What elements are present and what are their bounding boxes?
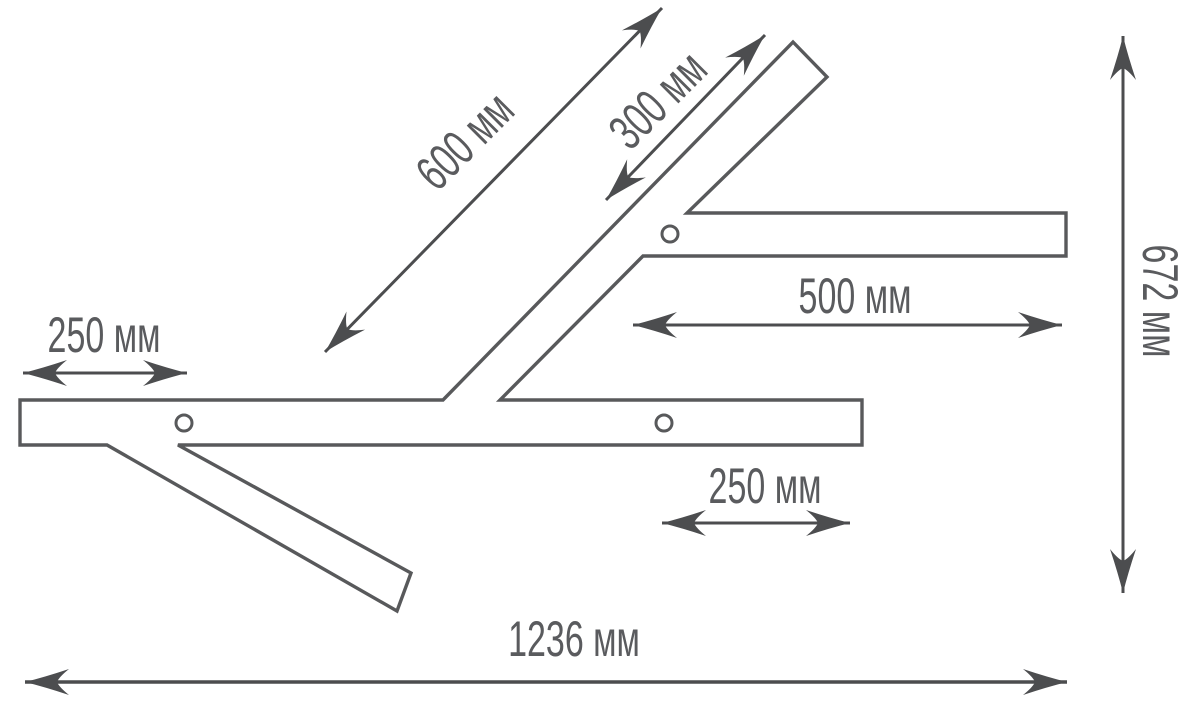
dim-long-diagonal: 600 мм bbox=[323, 6, 664, 354]
dim-overall-width: 1236 мм bbox=[25, 612, 1067, 695]
dim-overall-height: 672 мм bbox=[1110, 36, 1187, 593]
dim-right-branch: 500 мм bbox=[633, 269, 1062, 338]
dim-bottom-offset: 250 мм bbox=[662, 459, 850, 536]
dim-overall-height-label: 672 мм bbox=[1131, 245, 1187, 358]
mounting-hole-upper bbox=[660, 224, 680, 244]
mounting-hole-left bbox=[174, 413, 194, 433]
mounting-hole-middle bbox=[654, 413, 674, 433]
dim-right-branch-label: 500 мм bbox=[799, 269, 912, 325]
dim-left-offset: 250 мм bbox=[23, 308, 187, 386]
dim-bottom-offset-label: 250 мм bbox=[709, 459, 822, 515]
dim-left-offset-label: 250 мм bbox=[48, 308, 161, 364]
dim-overall-width-label: 1236 мм bbox=[508, 612, 640, 668]
dim-short-diagonal-arrow bbox=[604, 33, 767, 202]
dim-long-diagonal-label: 600 мм bbox=[406, 82, 526, 202]
dim-long-diagonal-arrow bbox=[323, 6, 664, 354]
